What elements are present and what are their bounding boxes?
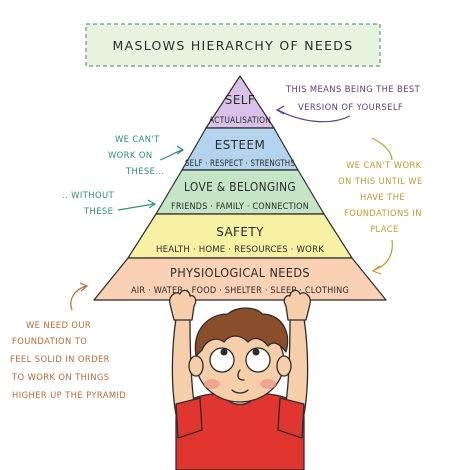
left-cheek [204, 379, 220, 389]
annotation-cant-work-until-line-2: ON THIS UNTIL WE [338, 176, 423, 186]
left-ear [188, 355, 204, 377]
annotation-cant-work: WE CAN'T WORK ON THESE... [108, 134, 185, 176]
annotation-cant-work-until-line-4: FOUNDATIONS IN [344, 208, 422, 218]
page-title: MASLOWS HIERARCHY OF NEEDS [113, 38, 354, 53]
annotation-cant-work-until-line-3: HAVE THE [360, 192, 405, 202]
left-sleeve [175, 397, 203, 439]
annotation-foundation-line-2: FOUNDATION TO [12, 336, 87, 346]
annotation-without-these-line-2: THESE [83, 206, 113, 216]
nose [237, 369, 245, 381]
right-cheek [260, 379, 276, 389]
pyramid [93, 75, 387, 301]
character [169, 289, 311, 470]
annotation-cant-work-line-3: THESE... [125, 166, 165, 176]
tier-self-sub: ACTUALISATION [209, 116, 271, 126]
tier-love-label: LOVE & BELONGING [184, 180, 296, 194]
arrow-best-version [277, 109, 351, 123]
tier-safety-label: SAFETY [216, 225, 264, 239]
right-sleeve [277, 397, 305, 439]
tier-esteem-sub: SELF · RESPECT · STRENGTHS [185, 159, 295, 169]
annotation-without-these: .. WITHOUT THESE [62, 190, 157, 216]
left-eye [209, 347, 235, 373]
annotation-foundation-line-4: TO WORK ON THINGS [11, 372, 110, 382]
tier-physiological [93, 257, 387, 301]
annotation-cant-work-until-line-5: PLACE [370, 224, 399, 234]
pyramid-labels: SELF ACTUALISATION ESTEEM SELF · RESPECT… [131, 93, 349, 296]
tier-safety-sub: HEALTH · HOME · RESOURCES · WORK [156, 245, 324, 255]
arrow-without-these-head [147, 199, 157, 209]
title-banner: MASLOWS HIERARCHY OF NEEDS [85, 23, 381, 67]
annotation-foundation-line-5: HIGHER UP THE PYRAMID [12, 390, 126, 400]
annotation-best-version-line-2: VERSION OF YOURSELF [298, 102, 403, 112]
tier-love-sub: FRIENDS · FAMILY · CONNECTION [171, 202, 309, 212]
right-eye [245, 347, 271, 373]
tier-esteem-label: ESTEEM [215, 138, 265, 152]
annotation-foundation-line-1: WE NEED OUR [26, 320, 91, 330]
hair [194, 307, 289, 357]
mouth [231, 389, 249, 394]
right-hand [283, 289, 311, 321]
tier-self-label: SELF [225, 93, 255, 107]
arrow-cant-work-until [373, 239, 393, 271]
annotation-cant-work-line-2: WORK ON [108, 150, 153, 160]
annotation-best-version: THIS MEANS BEING THE BEST VERSION OF YOU… [275, 84, 421, 123]
arrow-best-version-head [275, 105, 285, 115]
annotation-cant-work-until-line-1: WE CAN'T WORK [346, 160, 422, 170]
annotation-cant-work-until: WE CAN'T WORK ON THIS UNTIL WE HAVE THE … [338, 137, 423, 275]
arrow-cant-work-until-head [371, 265, 382, 275]
arrow-foundation-head [79, 282, 89, 292]
arrow-cant-work [159, 149, 183, 161]
right-pupil [252, 348, 260, 356]
annotation-without-these-line-1: .. WITHOUT [62, 190, 114, 200]
left-pupil [220, 348, 228, 356]
tier-physiological-label: PHYSIOLOGICAL NEEDS [170, 266, 310, 280]
annotation-foundation: WE NEED OUR FOUNDATION TO FEEL SOLID IN … [10, 282, 126, 400]
annotation-best-version-line-1: THIS MEANS BEING THE BEST [285, 84, 421, 94]
annotation-foundation-line-3: FEEL SOLID IN ORDER [10, 354, 110, 364]
right-ear [276, 355, 292, 377]
arrow-without-these [117, 203, 155, 211]
arrow-foundation [70, 285, 87, 311]
arrow-cant-work-head [176, 145, 185, 155]
tier-physiological-sub: AIR · WATER · FOOD · SHELTER · SLEEP · C… [131, 286, 349, 296]
annotation-cant-work-line-1: WE CAN'T [115, 134, 160, 144]
left-hand [169, 289, 197, 321]
arrow-cant-work-until-top [371, 137, 393, 161]
